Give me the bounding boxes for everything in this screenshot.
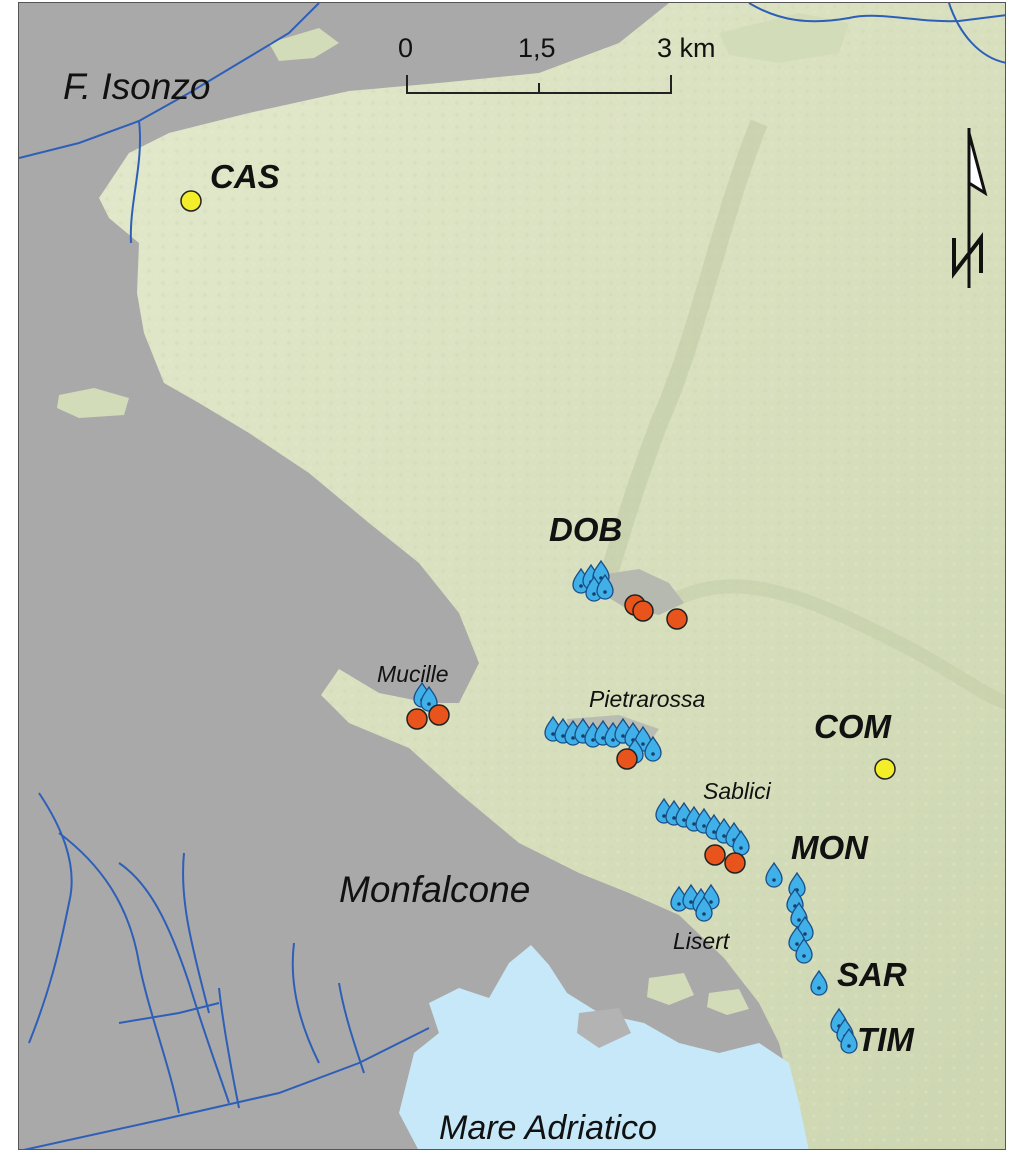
red-site-marker	[428, 704, 450, 726]
red-site-marker	[406, 708, 428, 730]
locality-lisert: Lisert	[673, 928, 730, 954]
site-markers	[180, 190, 896, 1054]
canal-main	[23, 1027, 430, 1149]
lake-doberdo	[599, 569, 684, 615]
islet	[707, 989, 749, 1015]
site-label-dob: DOB	[549, 511, 623, 548]
red-site-marker	[616, 748, 638, 770]
red-site-marker	[704, 844, 726, 866]
site-marker-cas	[180, 190, 202, 212]
islet	[719, 13, 849, 63]
islet	[647, 973, 694, 1005]
site-label-cas: CAS	[210, 158, 280, 195]
canal-3	[118, 862, 230, 1104]
locality-pietrarossa: Pietrarossa	[589, 686, 706, 712]
valley-shading	[600, 119, 768, 576]
scale-tick-end: 3 km	[657, 33, 716, 63]
canal-2	[58, 832, 180, 1114]
site-marker-com	[874, 758, 896, 780]
map-frame[interactable]: F. Isonzo Mare Adriatico Monfalcone CAS …	[18, 2, 1006, 1150]
scale-tick-mid: 1,5	[518, 33, 556, 63]
site-label-mon: MON	[791, 829, 868, 866]
scale-tick-0: 0	[398, 33, 414, 63]
north-arrow-icon	[952, 128, 988, 288]
river-east	[748, 3, 1005, 23]
canal-4	[182, 852, 210, 1014]
canal-7	[218, 987, 240, 1109]
islet	[269, 28, 339, 61]
harbor-basin	[577, 1008, 631, 1048]
karst-texture	[99, 3, 1005, 1149]
canal-1	[28, 792, 73, 1044]
canal-5	[291, 942, 320, 1064]
river-network	[19, 3, 1005, 1149]
river-label: F. Isonzo	[63, 66, 211, 107]
town-label: Monfalcone	[339, 869, 531, 910]
locality-sablici: Sablici	[703, 778, 771, 804]
locality-mucille: Mucille	[377, 661, 449, 687]
red-site-marker	[632, 600, 654, 622]
scale-bar	[406, 75, 672, 94]
site-label-com: COM	[814, 708, 891, 745]
sea-adriatic	[399, 945, 809, 1149]
islet	[57, 388, 129, 418]
red-site-marker	[724, 852, 746, 874]
river-isonzo	[19, 3, 320, 159]
sea-label: Mare Adriatico	[439, 1109, 657, 1147]
ridge-shading	[665, 579, 1005, 710]
red-site-marker	[666, 608, 688, 630]
map-canvas[interactable]	[19, 3, 1006, 1150]
canal-6	[338, 982, 365, 1074]
river-isonzo-branch	[129, 120, 142, 244]
site-label-sar: SAR	[837, 956, 907, 993]
canal-8	[118, 1002, 220, 1024]
site-label-tim: TIM	[857, 1021, 914, 1058]
river-east-2	[948, 3, 1005, 64]
